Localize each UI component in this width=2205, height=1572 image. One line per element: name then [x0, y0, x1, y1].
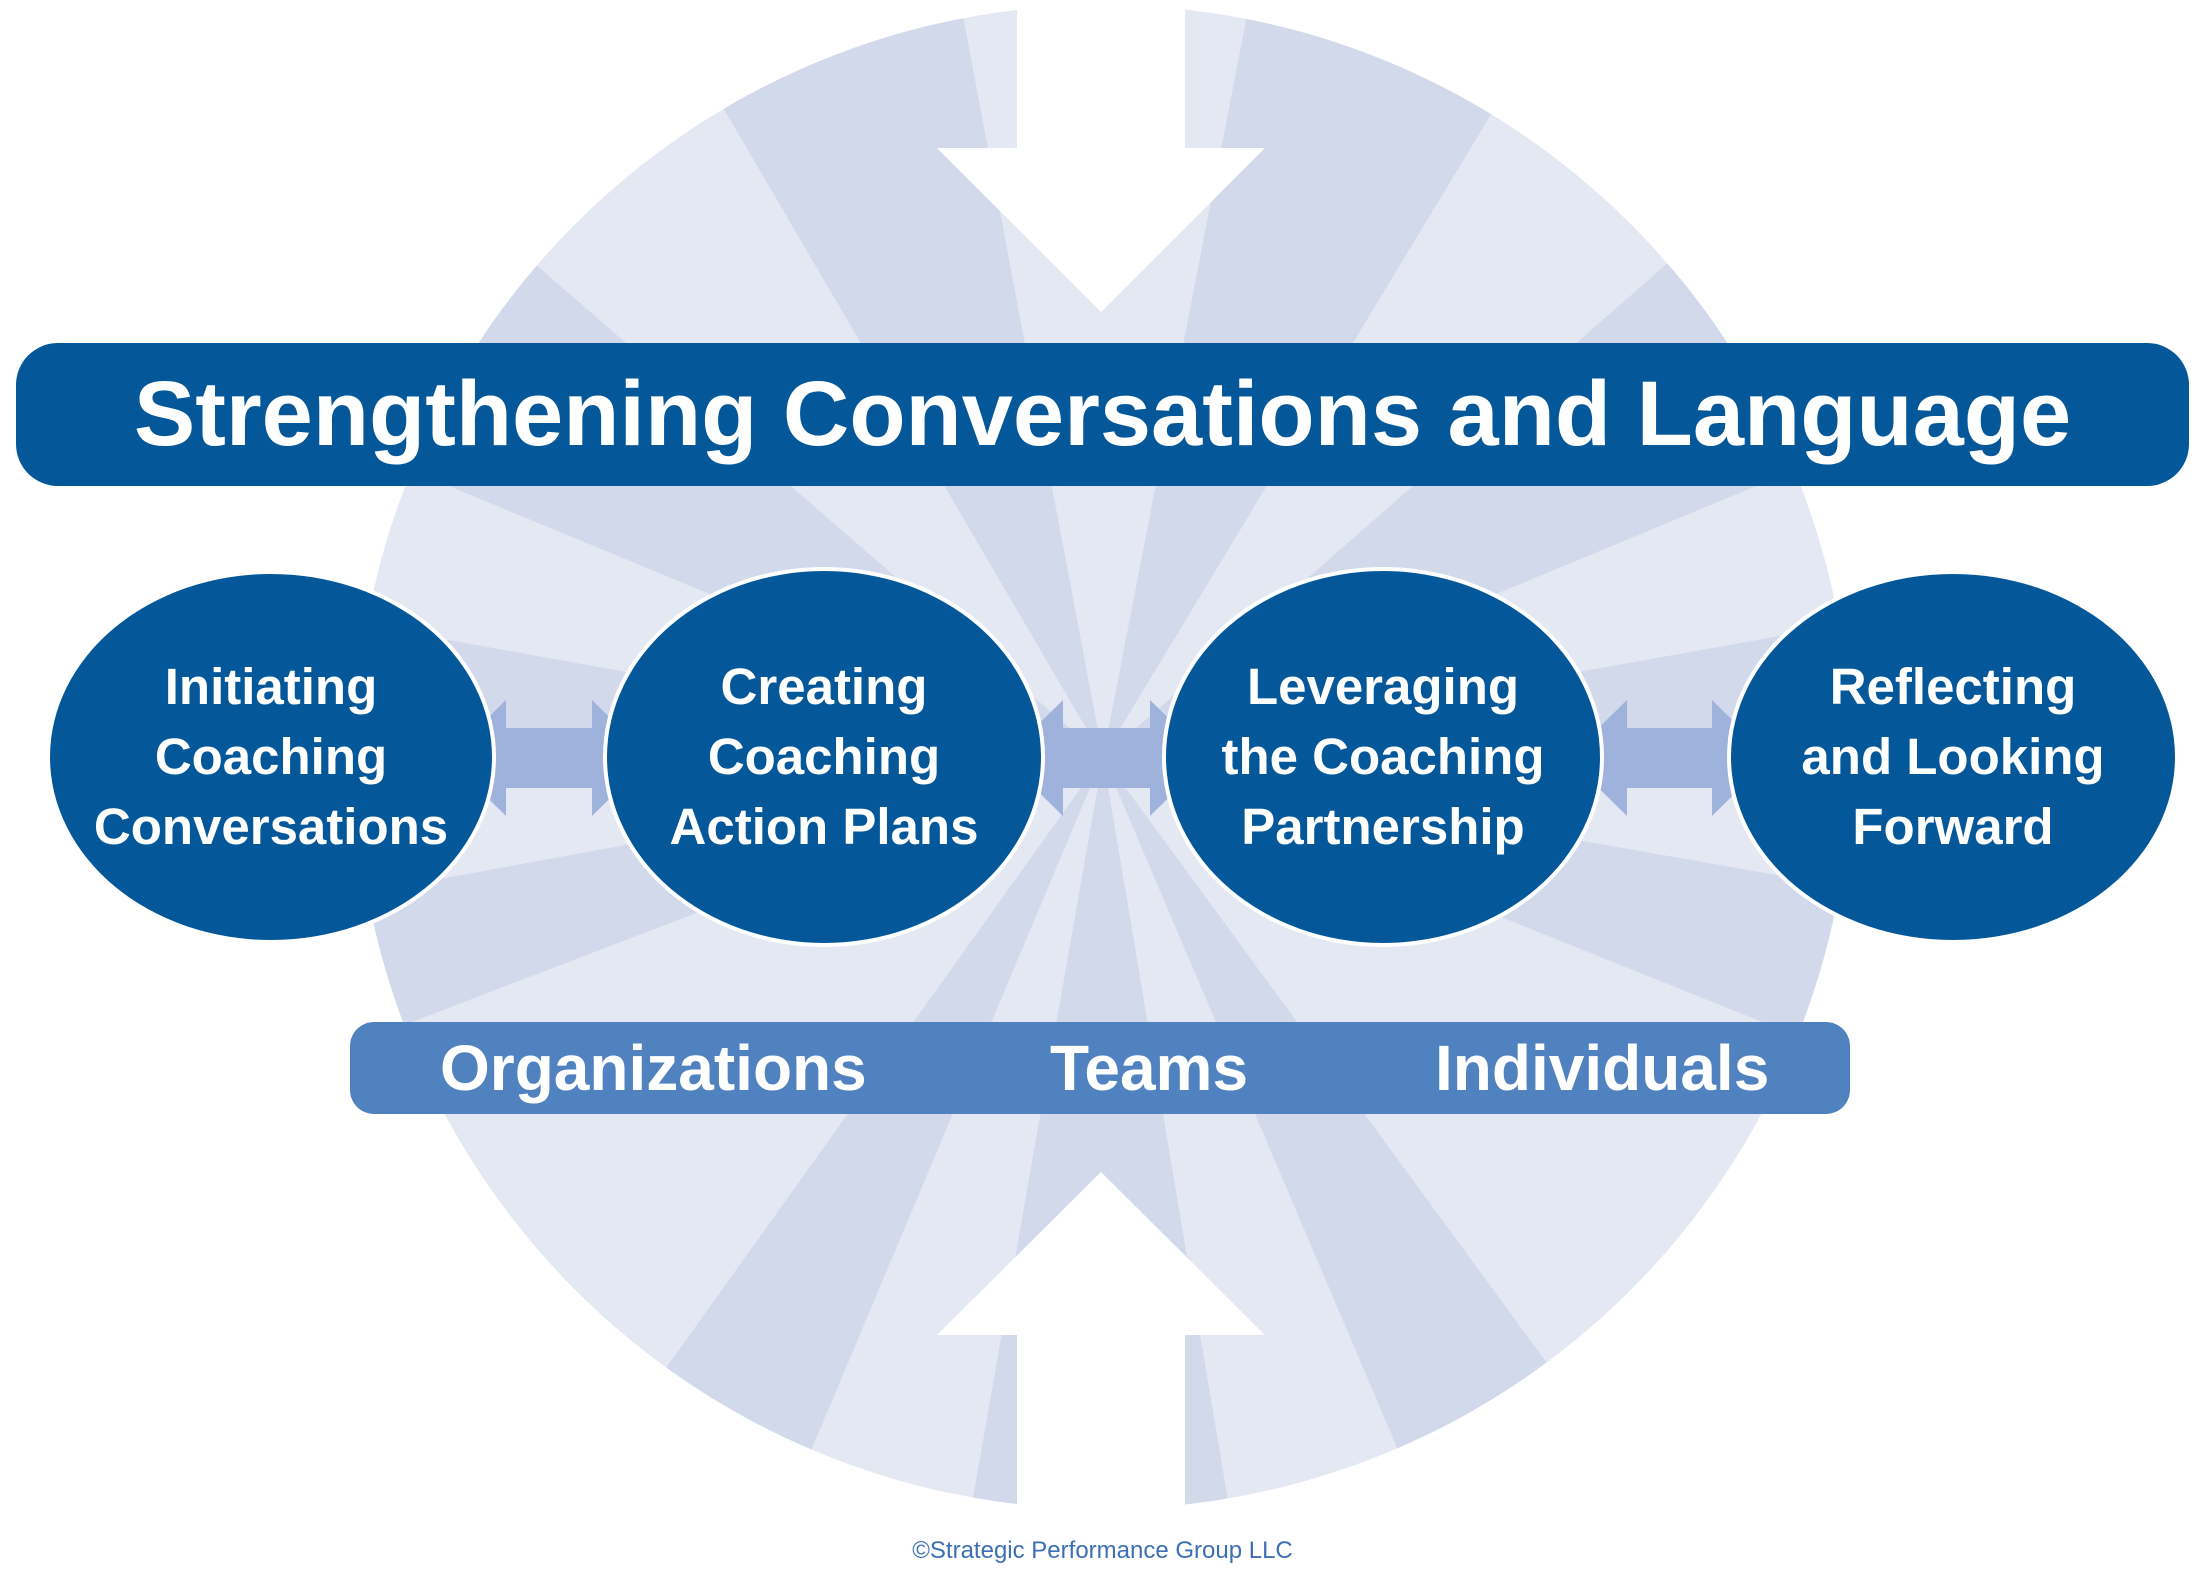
- stage-label-line: and Looking: [1801, 728, 2105, 785]
- stage-label-line: Action Plans: [669, 798, 979, 855]
- stage-creating-coaching-action-plans: Creating Coaching Action Plans: [603, 567, 1045, 947]
- stage-reflecting-and-looking-forward: Reflecting and Looking Forward: [1727, 570, 2179, 944]
- stage-label: Leveraging the Coaching Partnership: [1221, 652, 1544, 862]
- stage-label-line: Forward: [1852, 798, 2054, 855]
- stage-label-line: Initiating: [164, 658, 378, 715]
- connector-arrow-icon: [1004, 700, 1209, 816]
- title-banner: Strengthening Conversations and Language: [16, 343, 2189, 486]
- level-teams: Teams: [1050, 1032, 1249, 1104]
- stage-label: Initiating Coaching Conversations: [94, 652, 448, 862]
- stage-label-line: Partnership: [1241, 798, 1525, 855]
- stage-leveraging-the-coaching-partnership: Leveraging the Coaching Partnership: [1162, 567, 1604, 947]
- stage-label: Reflecting and Looking Forward: [1801, 652, 2104, 862]
- stage-label-line: the Coaching: [1221, 728, 1545, 785]
- level-organizations: Organizations: [440, 1032, 867, 1104]
- stage-label-line: Leveraging: [1246, 658, 1520, 715]
- stage-label-line: Coaching: [154, 728, 388, 785]
- down-arrow-icon: [937, 0, 1265, 312]
- connector-arrow-icon: [447, 700, 651, 816]
- stage-initiating-coaching-conversations: Initiating Coaching Conversations: [46, 570, 496, 944]
- level-individuals: Individuals: [1435, 1032, 1770, 1104]
- stage-label-line: Reflecting: [1829, 658, 2077, 715]
- connector-arrow-icon: [1568, 700, 1771, 816]
- copyright-notice: ©Strategic Performance Group LLC: [912, 1537, 1293, 1564]
- stage-label-line: Coaching: [707, 728, 941, 785]
- up-arrow-icon: [937, 1172, 1265, 1572]
- diagram-title: Strengthening Conversations and Language: [133, 363, 2072, 465]
- stage-label-line: Creating: [720, 658, 928, 715]
- levels-bar: Organizations Teams Individuals: [350, 1022, 1850, 1114]
- stage-label: Creating Coaching Action Plans: [670, 652, 979, 862]
- stage-label-line: Conversations: [93, 798, 449, 855]
